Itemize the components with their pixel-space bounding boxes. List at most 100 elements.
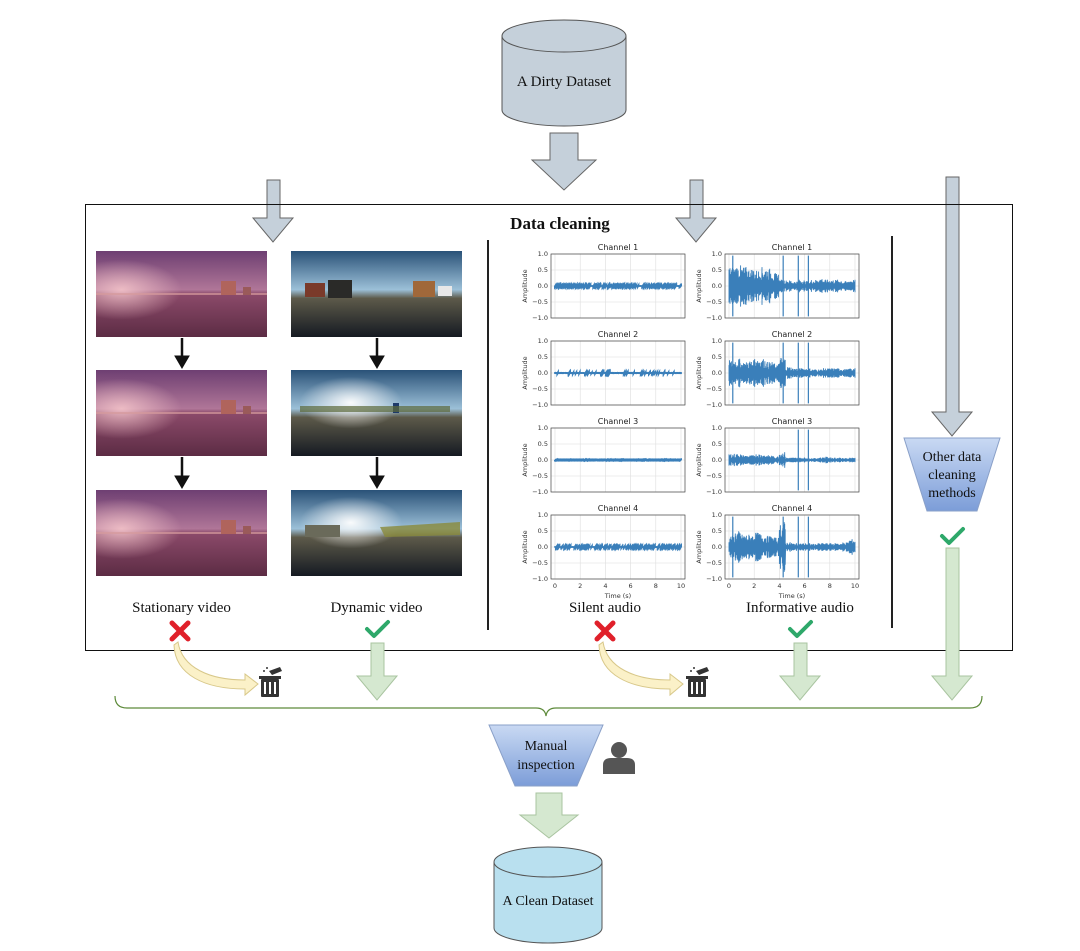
y-axis-label: Amplitude <box>695 269 703 302</box>
y-tick-label: −1.0 <box>532 488 548 496</box>
waveform <box>554 368 682 378</box>
manual-line-1: Manual <box>524 739 568 754</box>
green-arrow-audio <box>778 642 822 701</box>
plot-frame <box>724 427 860 493</box>
y-tick-label: 1.0 <box>712 424 722 432</box>
y-axis-label: Amplitude <box>521 443 529 476</box>
frame-title: Data cleaning <box>510 214 610 233</box>
check-icon <box>365 620 390 638</box>
y-tick-label: −1.0 <box>532 314 548 322</box>
green-arrow-other <box>930 547 974 701</box>
plot-frame <box>550 514 686 580</box>
waveform <box>728 357 856 389</box>
plot-frame <box>724 253 860 319</box>
y-tick-label: 1.0 <box>538 337 548 345</box>
other-methods-line-1: Other data <box>922 450 982 465</box>
stationary-frame-1 <box>96 251 267 337</box>
panel-title: Channel 3 <box>772 417 812 426</box>
check-icon <box>788 620 813 638</box>
stationary-video-label: Stationary video <box>132 600 231 616</box>
plot-frame <box>724 340 860 406</box>
y-tick-label: −0.5 <box>532 472 548 480</box>
x-tick-label: 8 <box>654 582 658 590</box>
data-cleaning-frame <box>85 204 1013 651</box>
y-tick-label: −1.0 <box>706 314 722 322</box>
y-tick-label: −0.5 <box>532 385 548 393</box>
dirty-dataset-label: A Dirty Dataset <box>516 74 612 90</box>
waveform <box>728 522 856 572</box>
frame-arrows <box>174 338 385 489</box>
y-axis-label: Amplitude <box>521 530 529 563</box>
x-axis-label: Time (s) <box>778 592 805 600</box>
x-tick-label: 2 <box>578 582 582 590</box>
y-tick-label: −0.5 <box>706 559 722 567</box>
trash-icon <box>686 667 709 697</box>
clean-dataset-cylinder <box>493 846 603 944</box>
y-tick-label: 0.5 <box>538 440 548 448</box>
y-axis-label: Amplitude <box>521 269 529 302</box>
divider-video-audio <box>487 240 489 630</box>
y-tick-label: −1.0 <box>706 575 722 583</box>
panel-title: Channel 1 <box>772 243 812 252</box>
gray-arrow-audio <box>674 179 718 243</box>
check-icon <box>940 527 965 545</box>
x-tick-label: 0 <box>553 582 557 590</box>
waveform <box>554 542 682 552</box>
y-tick-label: 1.0 <box>538 424 548 432</box>
y-tick-label: 0.0 <box>712 456 722 464</box>
x-tick-label: 8 <box>828 582 832 590</box>
plot-frame <box>724 514 860 580</box>
y-tick-label: 0.0 <box>538 456 548 464</box>
y-tick-label: 0.5 <box>712 353 722 361</box>
x-tick-label: 4 <box>603 582 607 590</box>
dirty-dataset-cylinder <box>501 19 627 127</box>
x-tick-label: 2 <box>752 582 756 590</box>
y-tick-label: −0.5 <box>532 298 548 306</box>
other-methods-line-3: methods <box>928 486 976 501</box>
y-tick-label: 0.0 <box>712 369 722 377</box>
plot-frame <box>550 253 686 319</box>
green-arrow-video <box>355 642 399 701</box>
stationary-frame-2 <box>96 370 267 456</box>
manual-line-2: inspection <box>517 758 575 773</box>
y-tick-label: 0.0 <box>538 543 548 551</box>
panel-title: Channel 4 <box>772 504 812 513</box>
y-axis-label: Amplitude <box>695 356 703 389</box>
y-axis-label: Amplitude <box>521 356 529 389</box>
y-tick-label: −1.0 <box>706 401 722 409</box>
other-methods-line-2: cleaning <box>928 468 976 483</box>
y-tick-label: −0.5 <box>532 559 548 567</box>
y-tick-label: 1.0 <box>538 250 548 258</box>
dynamic-frame-2 <box>291 370 462 456</box>
manual-inspection-funnel <box>488 724 604 787</box>
cross-icon <box>594 620 616 642</box>
y-tick-label: 0.5 <box>712 266 722 274</box>
y-tick-label: 0.5 <box>538 266 548 274</box>
waveform <box>728 265 856 307</box>
divider-audio-other <box>891 236 893 628</box>
panel-title: Channel 2 <box>598 330 638 339</box>
x-tick-label: 10 <box>677 582 685 590</box>
gray-arrow-other <box>930 176 974 437</box>
y-tick-label: 1.0 <box>712 511 722 519</box>
other-methods-funnel <box>903 437 1001 512</box>
y-tick-label: −1.0 <box>706 488 722 496</box>
y-tick-label: 1.0 <box>538 511 548 519</box>
x-axis-label: Time (s) <box>604 592 631 600</box>
collect-brace <box>114 695 983 717</box>
panel-title: Channel 1 <box>598 243 638 252</box>
y-axis-label: Amplitude <box>695 443 703 476</box>
panel-title: Channel 4 <box>598 504 638 513</box>
y-tick-label: 0.0 <box>712 543 722 551</box>
panel-title: Channel 2 <box>772 330 812 339</box>
y-tick-label: 1.0 <box>712 250 722 258</box>
yellow-arrow-video <box>173 641 259 697</box>
y-tick-label: −0.5 <box>706 298 722 306</box>
